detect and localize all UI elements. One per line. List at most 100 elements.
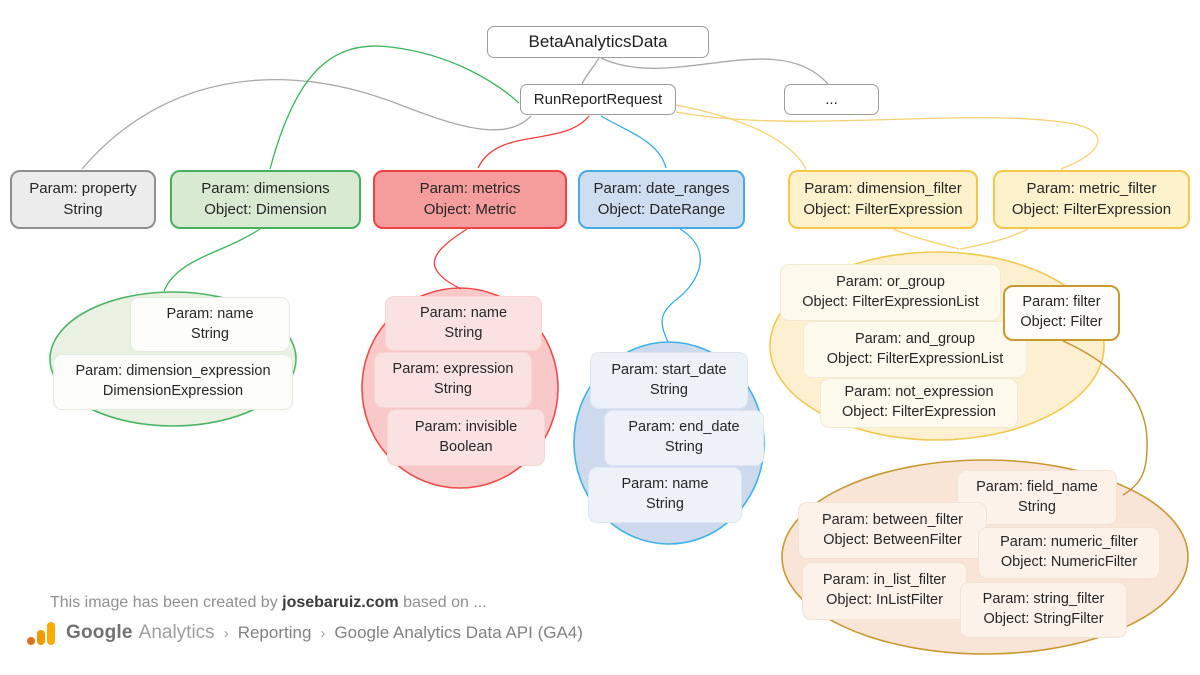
connector-request-metricfilter <box>675 111 1099 170</box>
credit-suffix: based on ... <box>398 594 487 611</box>
connector-request-dateranges <box>600 115 667 169</box>
filter-stringfilter-type: Object: StringFilter <box>983 611 1104 627</box>
daterange-enddate-box: Param: end_date String <box>604 410 764 466</box>
daterange-startdate-box: Param: start_date String <box>590 352 748 409</box>
dimension-expression-type: DimensionExpression <box>102 383 244 399</box>
filter-numericfilter-param: Param: numeric_filter <box>1000 534 1138 551</box>
param-metricfilter-name: Param: metric_filter <box>1026 179 1157 197</box>
connector-dimensionfilter-ellipse <box>892 228 960 250</box>
ga-logo-bar-mid <box>37 630 45 645</box>
dimension-name-type: String <box>191 325 229 342</box>
param-dimensionfilter-box: Param: dimension_filter Object: FilterEx… <box>788 170 978 229</box>
filter-fieldname-param: Param: field_name <box>976 478 1098 495</box>
param-dimensionfilter-name: Param: dimension_filter <box>804 179 962 197</box>
breadcrumb: Google Analytics › Reporting › Google An… <box>27 621 583 645</box>
filter-inlistfilter-param: Param: in_list_filter <box>822 572 947 589</box>
runreportrequest-node: RunReportRequest <box>520 84 676 115</box>
connector-request-metrics <box>477 115 590 169</box>
connector-request-dimensionfilter <box>675 104 807 170</box>
filter-fieldname-type: String <box>1018 498 1056 515</box>
param-dimensions-type: Object: Dimension <box>204 200 327 218</box>
metric-name-type: String <box>444 324 483 341</box>
breadcrumb-data-api: Google Analytics Data API (GA4) <box>334 623 583 642</box>
metric-invisible-param: Param: invisible <box>414 418 518 435</box>
dimension-expression-param: Param: dimension_expression <box>75 363 271 380</box>
connector-request-dimensions <box>269 45 520 170</box>
dimension-expression-box: Param: dimension_expression DimensionExp… <box>53 354 293 410</box>
daterange-enddate-param: Param: end_date <box>628 419 740 436</box>
filterexpr-andgroup-type: Object: FilterExpressionList <box>826 350 1004 367</box>
credit-prefix: This image has been created by <box>50 594 283 611</box>
filter-betweenfilter-type: Object: BetweenFilter <box>823 531 962 548</box>
connector-metrics-ellipse <box>433 228 468 290</box>
filterexpr-filter-box: Param: filter Object: Filter <box>1003 285 1120 341</box>
daterange-name-box: Param: name String <box>588 467 742 523</box>
param-dateranges-box: Param: date_ranges Object: DateRange <box>578 170 745 229</box>
daterange-name-param: Param: name <box>621 476 709 493</box>
filter-stringfilter-box: Param: string_filter Object: StringFilte… <box>960 582 1127 638</box>
metric-expression-type: String <box>434 381 472 397</box>
connector-request-property <box>81 78 532 170</box>
credit-site: josebaruiz.com <box>282 594 399 611</box>
param-dimensionfilter-type: Object: FilterExpression <box>803 200 963 218</box>
param-metricfilter-type: Object: FilterExpression <box>1011 200 1172 218</box>
metric-expression-box: Param: expression String <box>374 352 532 408</box>
filter-stringfilter-param: Param: string_filter <box>982 591 1105 608</box>
param-metrics-name: Param: metrics <box>419 179 521 197</box>
param-metricfilter-box: Param: metric_filter Object: FilterExpre… <box>993 170 1190 229</box>
connector-dateranges-ellipse <box>661 228 701 343</box>
param-dimensions-name: Param: dimensions <box>201 179 330 197</box>
breadcrumb-reporting: Reporting <box>237 623 312 642</box>
ga-logo-dot <box>27 637 35 645</box>
more-requests-node: ... <box>784 84 879 115</box>
connector-root-request <box>581 57 600 85</box>
filterexpr-notexpression-type: Object: FilterExpression <box>842 404 996 420</box>
breadcrumb-analytics: Analytics <box>138 622 215 643</box>
filterexpr-orgroup-param: Param: or_group <box>836 273 945 290</box>
metric-name-param: Param: name <box>419 304 508 321</box>
metric-invisible-type: Boolean <box>439 438 493 455</box>
filter-numericfilter-type: Object: NumericFilter <box>1000 554 1138 570</box>
param-dateranges-type: Object: DateRange <box>597 200 726 218</box>
filterexpr-orgroup-box: Param: or_group Object: FilterExpression… <box>780 264 1001 321</box>
param-property-type: String <box>63 200 103 218</box>
filter-betweenfilter-param: Param: between_filter <box>821 511 964 528</box>
chevron-right-icon: › <box>320 624 326 642</box>
filterexpr-notexpression-box: Param: not_expression Object: FilterExpr… <box>820 378 1018 428</box>
metric-name-box: Param: name String <box>385 296 542 351</box>
filterexpr-filter-param: Param: filter <box>1022 294 1101 311</box>
filter-betweenfilter-box: Param: between_filter Object: BetweenFil… <box>798 502 987 559</box>
connector-dimensions-ellipse <box>163 228 261 292</box>
filter-numericfilter-box: Param: numeric_filter Object: NumericFil… <box>978 527 1160 579</box>
param-metrics-box: Param: metrics Object: Metric <box>373 170 567 229</box>
param-dimensions-box: Param: dimensions Object: Dimension <box>170 170 361 229</box>
daterange-enddate-type: String <box>665 439 703 455</box>
runreportrequest-label: RunReportRequest <box>533 91 663 108</box>
dimension-name-param: Param: name <box>166 305 254 322</box>
breadcrumb-google: Google <box>66 622 133 643</box>
param-property-name: Param: property <box>29 179 137 197</box>
filter-inlistfilter-box: Param: in_list_filter Object: InListFilt… <box>802 562 967 620</box>
filterexpr-andgroup-param: Param: and_group <box>854 330 976 347</box>
filterexpr-filter-type: Object: Filter <box>1020 314 1103 330</box>
filterexpr-notexpression-param: Param: not_expression <box>844 384 994 401</box>
daterange-startdate-param: Param: start_date <box>611 361 727 378</box>
daterange-name-type: String <box>646 496 684 512</box>
metric-expression-param: Param: expression <box>392 361 514 378</box>
more-requests-label: ... <box>825 91 838 108</box>
filter-inlistfilter-type: Object: InListFilter <box>826 592 943 608</box>
credit-line: This image has been created by josebarui… <box>50 594 487 612</box>
ga-logo-bar-tall <box>47 622 55 645</box>
param-dateranges-name: Param: date_ranges <box>593 179 730 197</box>
daterange-startdate-type: String <box>650 381 688 398</box>
root-node-label: BetaAnalyticsData <box>528 32 668 51</box>
param-property-box: Param: property String <box>10 170 156 229</box>
connector-metricfilter-ellipse <box>959 228 1029 250</box>
filterexpr-andgroup-box: Param: and_group Object: FilterExpressio… <box>803 321 1027 378</box>
connector-filter-ellipse <box>1062 340 1148 496</box>
filter-fieldname-box: Param: field_name String <box>957 470 1117 525</box>
param-metrics-type: Object: Metric <box>423 200 517 218</box>
connector-root-more <box>600 57 829 85</box>
filterexpr-orgroup-type: Object: FilterExpressionList <box>802 293 979 310</box>
